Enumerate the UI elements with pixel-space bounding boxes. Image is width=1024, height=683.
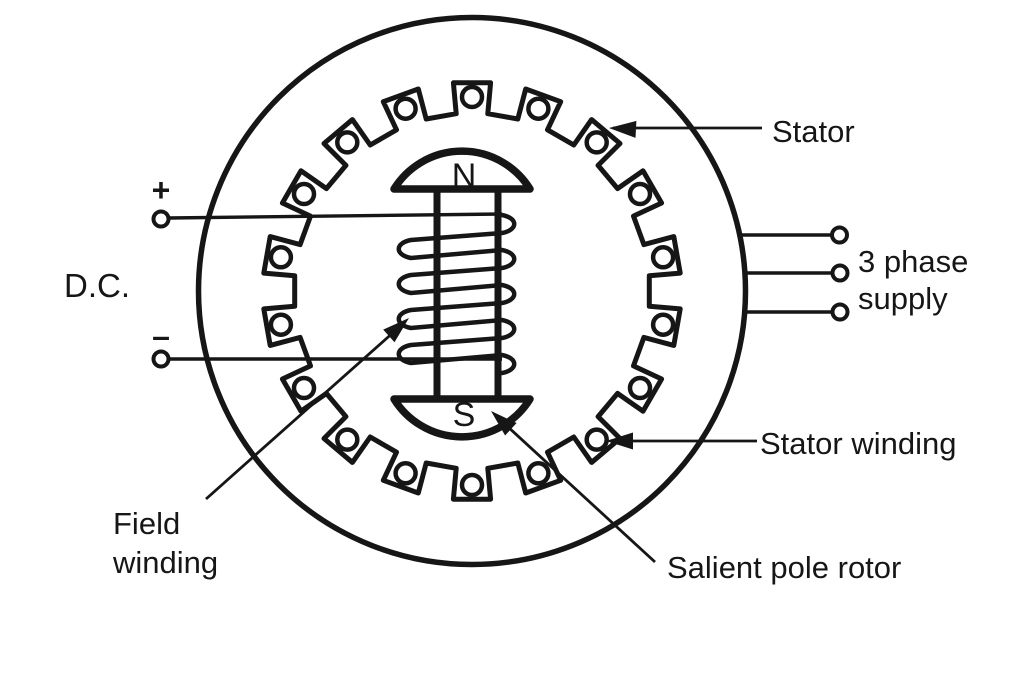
stator-slot-circle bbox=[291, 375, 317, 401]
stator-winding-label: Stator winding bbox=[760, 426, 956, 461]
stator-outer-circle bbox=[195, 14, 749, 568]
dc-positive-line bbox=[168, 212, 503, 220]
stator-slot-circle bbox=[584, 427, 609, 452]
phase-terminal-1 bbox=[830, 225, 849, 245]
dc-positive-terminal bbox=[151, 209, 171, 229]
stator-slot-circle bbox=[627, 181, 653, 207]
field-winding-coil bbox=[396, 212, 517, 376]
stator-slot-conductors bbox=[268, 84, 676, 498]
stator-slot-circle bbox=[393, 96, 418, 121]
stator-slot-circle bbox=[584, 130, 609, 155]
stator-slot-circle bbox=[268, 312, 294, 337]
salient-pole-leader-line bbox=[494, 413, 656, 564]
stator-slot-circle bbox=[650, 245, 676, 270]
stator-slot-circle bbox=[526, 96, 551, 121]
salient-pole-arrowhead bbox=[491, 411, 517, 436]
three-phase-label-line1: 3 phase bbox=[858, 244, 968, 279]
stator-label: Stator bbox=[772, 114, 855, 149]
stator-slot-circle bbox=[459, 84, 485, 110]
phase-terminal-2 bbox=[830, 263, 850, 283]
stator-slot-circle bbox=[291, 181, 317, 207]
field-winding-leader-line bbox=[205, 320, 406, 501]
annotations: Stator Stator winding Salient pole rotor… bbox=[112, 114, 956, 585]
stator-winding-arrowhead bbox=[606, 432, 633, 450]
stator-slot-circle bbox=[459, 472, 485, 498]
salient-pole-rotor: N S bbox=[390, 147, 534, 441]
stator-slot-circle bbox=[526, 461, 551, 486]
field-winding-arrowhead bbox=[383, 318, 409, 343]
salient-pole-rotor-label: Salient pole rotor bbox=[667, 550, 901, 585]
north-pole-letter: N bbox=[452, 157, 477, 195]
field-winding-label-line1: Field bbox=[113, 506, 180, 541]
stator-slot-circle bbox=[335, 427, 360, 452]
south-pole-letter: S bbox=[453, 396, 476, 434]
field-winding-label-line2: winding bbox=[112, 545, 218, 580]
dc-label: D.C. bbox=[64, 267, 130, 304]
dc-negative-terminal bbox=[151, 349, 171, 369]
rotor-south-pole-cap bbox=[390, 395, 534, 441]
stator-slot-circle bbox=[268, 245, 294, 270]
rotor-north-pole-cap bbox=[390, 147, 534, 193]
three-phase-label-line2: supply bbox=[858, 281, 948, 316]
stator-slot-circle bbox=[627, 375, 653, 401]
stator-arrowhead bbox=[609, 120, 637, 138]
phase-terminal-3 bbox=[830, 302, 850, 322]
three-phase-supply: 3 phase supply bbox=[739, 225, 968, 322]
stator-slot-circle bbox=[650, 312, 676, 337]
stator-slot-circle bbox=[393, 461, 418, 486]
stator-slot-circle bbox=[335, 130, 360, 155]
dc-plus-sign: + bbox=[152, 172, 171, 208]
dc-minus-sign: – bbox=[152, 318, 170, 354]
